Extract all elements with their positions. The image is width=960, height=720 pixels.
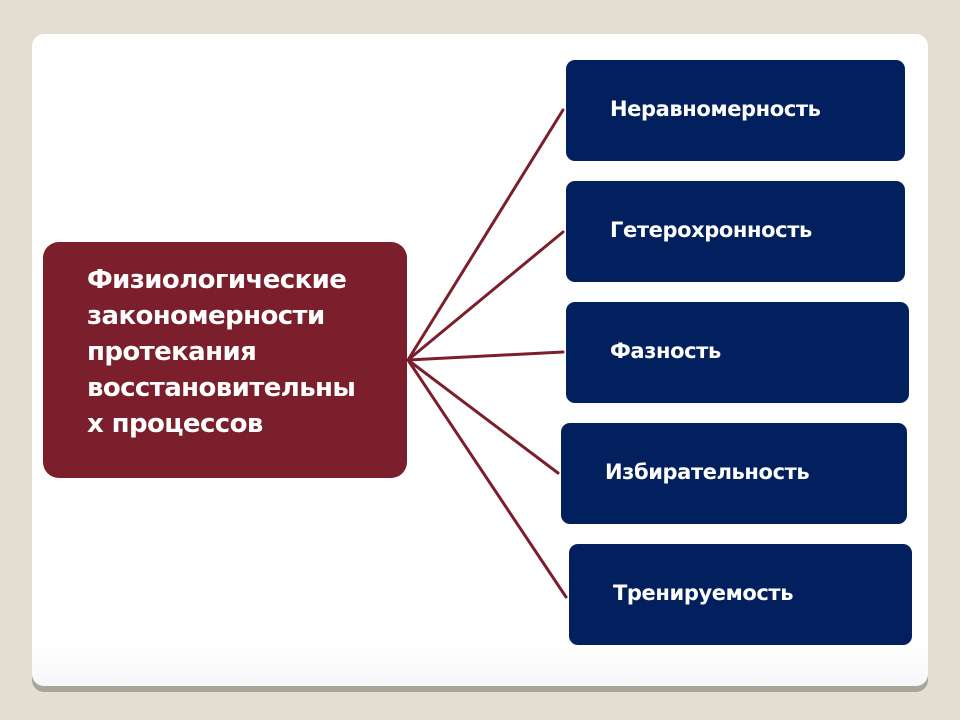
child-node-phasing: Фазность: [566, 302, 909, 403]
child-label: Гетерохронность: [610, 217, 812, 242]
child-label: Фазность: [610, 338, 721, 363]
child-node-trainability: Тренируемость: [569, 544, 912, 645]
root-label-line: протекания: [87, 337, 257, 367]
child-node-selectivity: Избирательность: [561, 423, 907, 524]
child-label: Тренируемость: [613, 580, 794, 605]
root-label-line: закономерности: [87, 301, 325, 331]
child-node-unevenness: Неравномерность: [566, 60, 905, 161]
child-label: Избирательность: [605, 459, 810, 484]
root-label-line: х процессов: [87, 409, 263, 439]
root-label-line: Физиологические: [87, 265, 347, 295]
root-label-line: восстановительны: [87, 373, 356, 403]
child-node-heterochrony: Гетерохронность: [566, 181, 905, 282]
root-node: Физиологические закономерности протекани…: [43, 242, 407, 478]
child-label: Неравномерность: [610, 96, 821, 121]
